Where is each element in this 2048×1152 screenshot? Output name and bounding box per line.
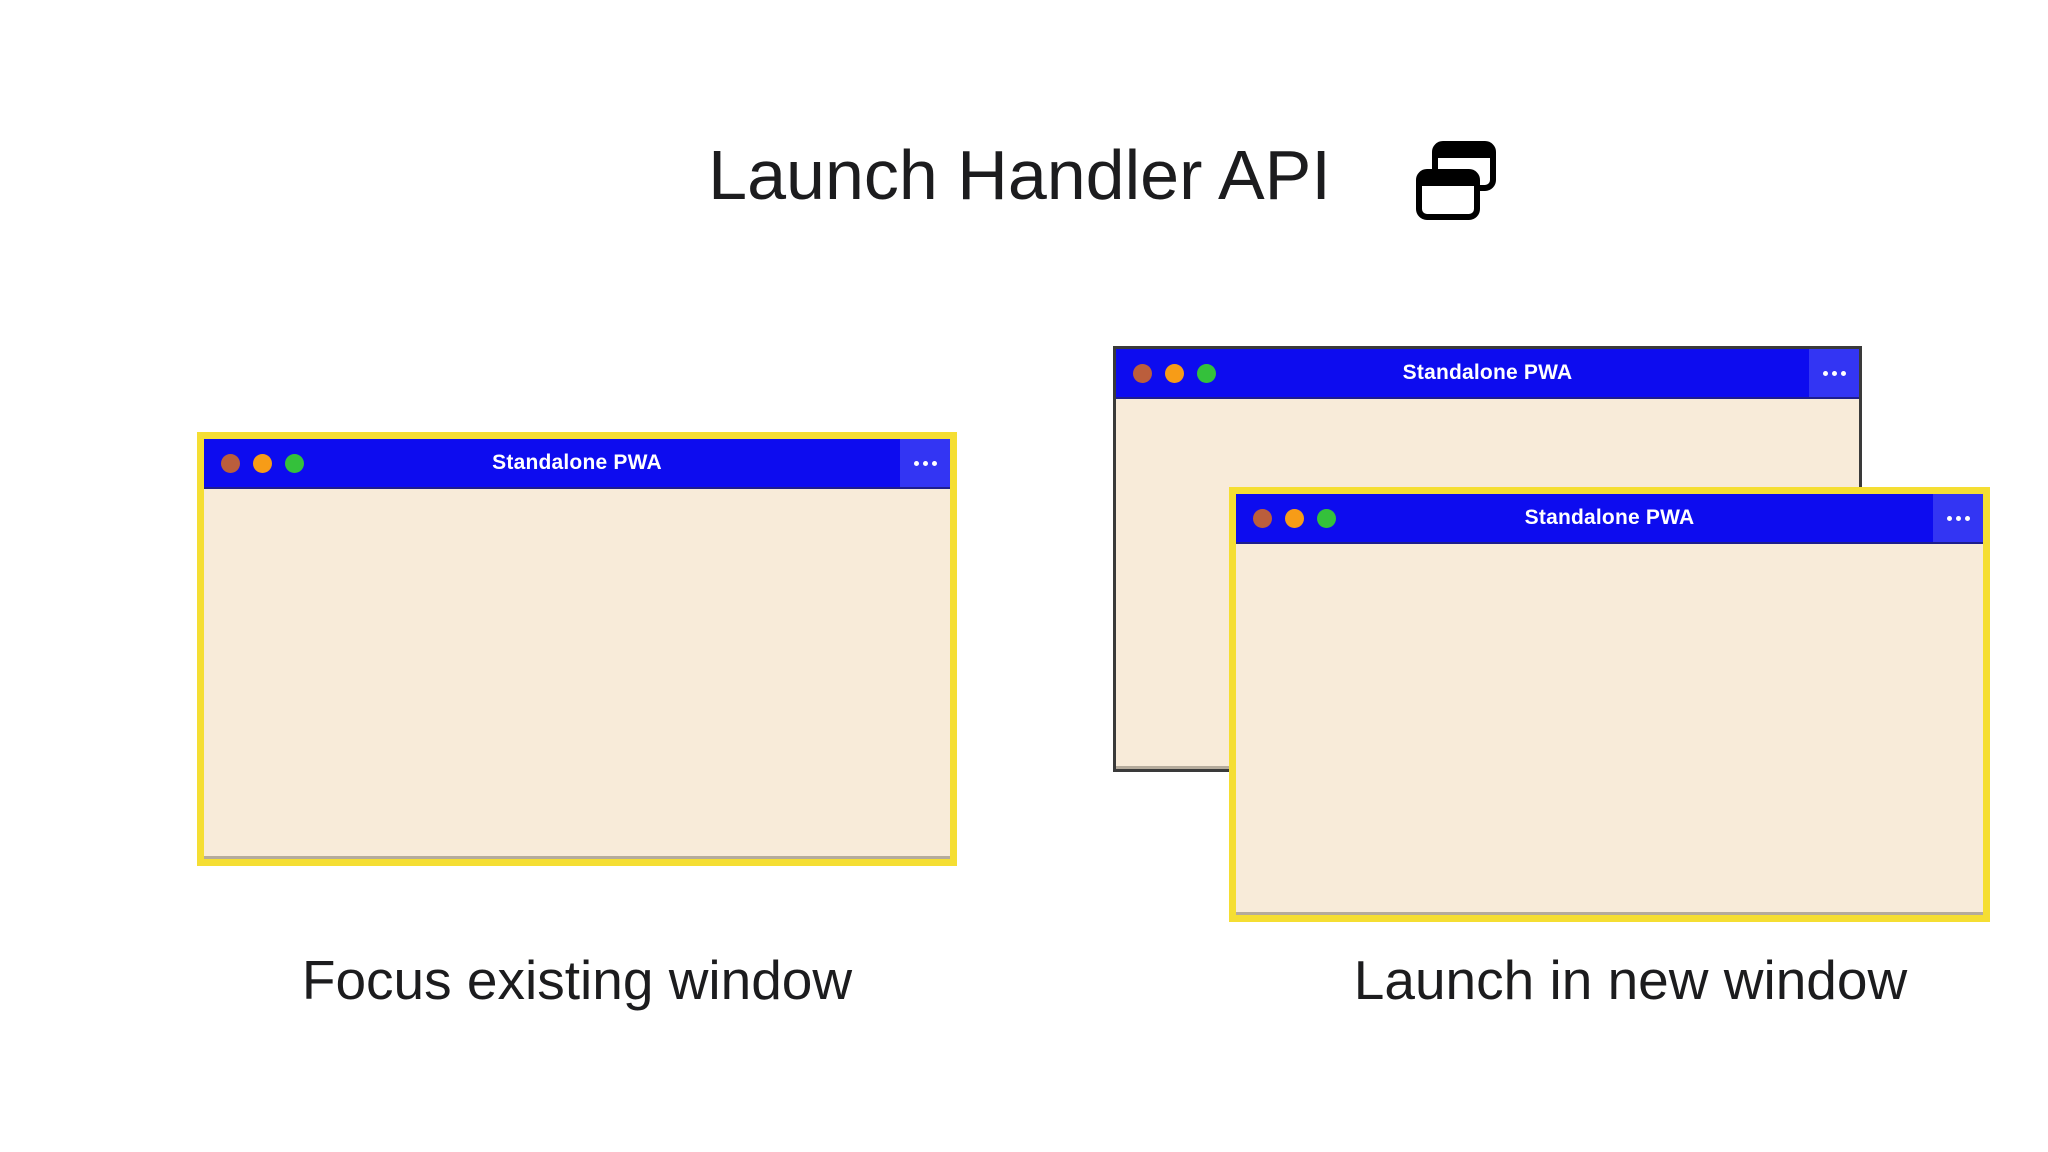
maximize-button[interactable] [1197,363,1216,383]
titlebar[interactable]: Standalone PWA [204,439,950,489]
header: Launch Handler API [78,140,2048,220]
ellipsis-menu-button[interactable] [1933,494,1983,542]
titlebar[interactable]: Standalone PWA [1236,494,1983,544]
page-title: Launch Handler API [708,136,1331,214]
ellipsis-menu-button[interactable] [1809,349,1859,397]
close-button[interactable] [1253,508,1272,528]
minimize-button[interactable] [1285,508,1304,528]
pwa-window-existing: Standalone PWA [197,432,957,866]
window-title: Standalone PWA [1402,361,1573,384]
overlapping-windows-icon [1415,141,1496,220]
window-title: Standalone PWA [1524,506,1695,529]
ellipsis-icon [1822,370,1828,376]
window-title: Standalone PWA [492,451,662,474]
window-content [204,489,950,859]
traffic-lights [1253,494,1336,542]
caption-launch-new: Launch in new window [1353,949,1908,1011]
minimize-button[interactable] [253,453,272,473]
pwa-window-new: Standalone PWA [1229,487,1990,922]
ellipsis-icon [913,460,919,466]
ellipsis-icon [1946,515,1952,521]
titlebar[interactable]: Standalone PWA [1116,349,1859,399]
caption-focus-existing: Focus existing window [301,949,853,1011]
minimize-button[interactable] [1165,363,1184,383]
close-button[interactable] [1133,363,1152,383]
traffic-lights [1133,349,1216,397]
maximize-button[interactable] [285,453,304,473]
window-content [1236,544,1983,915]
ellipsis-menu-button[interactable] [900,439,950,487]
traffic-lights [221,439,304,487]
close-button[interactable] [221,453,240,473]
maximize-button[interactable] [1317,508,1336,528]
